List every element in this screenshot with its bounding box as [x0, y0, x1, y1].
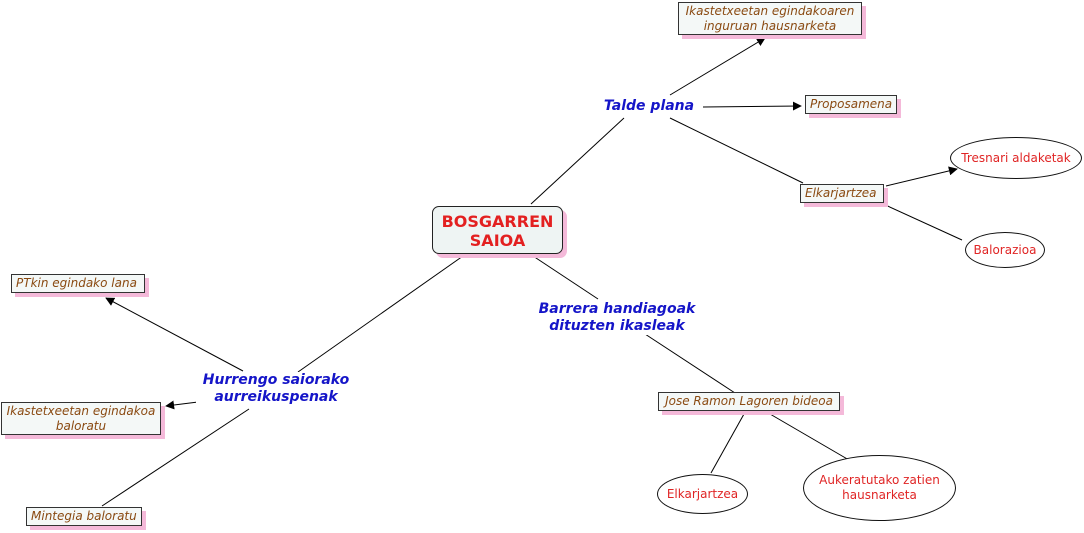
arrow-talde-ikastetxeetan — [669, 37, 766, 96]
oval-elkarjartzea-bottom-label: Elkarjartzea — [666, 486, 739, 501]
oval-tresnari[interactable]: Tresnari aldaketak — [950, 137, 1082, 179]
line-barrera-jose — [644, 333, 736, 394]
phrase-hurrengo[interactable]: Hurrengo saiorako aurreikuspenak — [196, 372, 356, 406]
oval-balorazioa-label: Balorazioa — [973, 242, 1037, 257]
arrow-hurrengo-ptkin — [105, 297, 244, 372]
oval-aukeratutako-label: Aukeratutako zatien hausnarketa — [819, 473, 940, 502]
box-ptkin[interactable]: PTkin egindako lana — [11, 274, 145, 293]
root-concept-label: BOSGARREN SAIOA — [441, 212, 554, 250]
arrow-elkarjartzea-tresnari — [885, 166, 958, 187]
box-elkarjartzea-top[interactable]: Elkarjartzea — [800, 184, 884, 203]
oval-elkarjartzea-bottom[interactable]: Elkarjartzea — [657, 474, 748, 514]
box-mintegia[interactable]: Mintegia baloratu — [26, 507, 142, 526]
box-proposamena[interactable]: Proposamena — [805, 95, 897, 114]
line-root-barrera — [532, 255, 599, 300]
line-jose-elkarjartzea — [710, 413, 745, 474]
phrase-barrera[interactable]: Barrera handiagoak dituzten ikasleak — [534, 301, 700, 335]
arrow-talde-proposamena — [702, 101, 802, 111]
line-talde-elkarjartzea — [669, 117, 804, 184]
line-hurrengo-mintegia — [101, 408, 250, 507]
root-concept[interactable]: BOSGARREN SAIOA — [432, 206, 563, 254]
line-root-talde — [530, 117, 625, 205]
line-jose-aukeratutako — [769, 413, 850, 461]
line-elkarjartzea-balorazioa — [880, 202, 963, 241]
oval-balorazioa[interactable]: Balorazioa — [965, 232, 1045, 268]
box-ikastetxeetan-baloratu[interactable]: Ikastetxeetan egindakoa baloratu — [1, 402, 161, 435]
line-root-hurrengo — [297, 255, 464, 373]
oval-tresnari-label: Tresnari aldaketak — [961, 150, 1071, 165]
phrase-talde-plana[interactable]: Talde plana — [599, 98, 699, 115]
arrow-hurrengo-ikastetxeetan — [165, 400, 199, 410]
box-jose-ramon[interactable]: Jose Ramon Lagoren bideoa — [658, 392, 840, 411]
box-ikastetxeetan-hausnarketa[interactable]: Ikastetxeetan egindakoaren inguruan haus… — [678, 2, 862, 35]
oval-aukeratutako[interactable]: Aukeratutako zatien hausnarketa — [803, 455, 956, 521]
